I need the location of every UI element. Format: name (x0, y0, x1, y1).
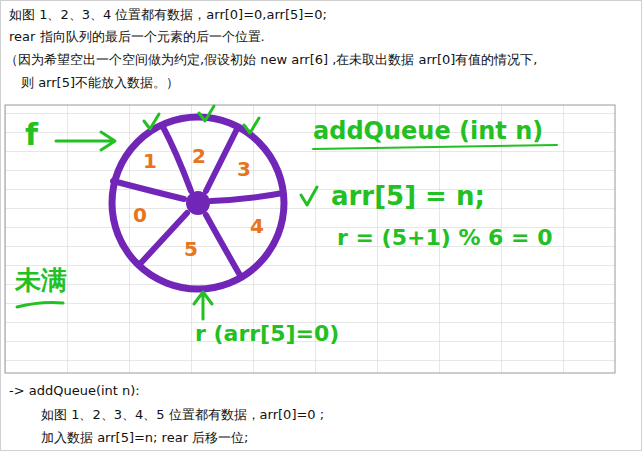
note-text: 如图 1、2、3、4 位置都有数据，arr[0]=0,arr[5]=0; (9, 7, 327, 23)
check-mark (301, 187, 317, 205)
check-mark (144, 114, 159, 129)
rear-arrow (194, 292, 212, 319)
underline-stroke (17, 303, 63, 308)
note-text: 如图 1、2、3、4、5 位置都有数据，arr[0]=0 ; (41, 407, 324, 423)
handwritten-marks (17, 106, 557, 319)
grid-panel (5, 105, 615, 373)
handwritten-note: r = (5+1) % 6 = 0 (337, 225, 553, 251)
slot-number: 1 (143, 149, 157, 173)
pointer-label: f (25, 117, 38, 153)
note-text: -> addQueue(int n): (9, 383, 140, 399)
slot-number: 2 (192, 144, 206, 168)
handwritten-note: 未满 (15, 265, 67, 296)
handwritten-note: addQueue (int n) (313, 117, 543, 146)
handwritten-note: arr[5] = n; (331, 181, 485, 212)
slot-number: 5 (184, 237, 198, 261)
note-text: 则 arr[5]不能放入数据。） (21, 75, 179, 91)
note-text: （因为希望空出一个空间做为约定,假设初始 new arr[6] ,在未取出数据 … (5, 52, 537, 68)
handwritten-note: r (arr[5]=0) (195, 321, 339, 347)
slot-number: 3 (237, 157, 251, 181)
circular-queue-wheel (112, 117, 284, 289)
note-text: 加入数据 arr[5]=n; rear 后移一位; (41, 430, 249, 446)
note-text: rear 指向队列的最后一个元素的后一个位置. (9, 29, 265, 45)
check-mark (244, 118, 259, 133)
underline-stroke (313, 145, 557, 149)
front-arrow (56, 132, 115, 150)
slot-number: 0 (133, 203, 147, 227)
slot-number: 4 (250, 214, 264, 238)
check-mark (199, 106, 214, 121)
